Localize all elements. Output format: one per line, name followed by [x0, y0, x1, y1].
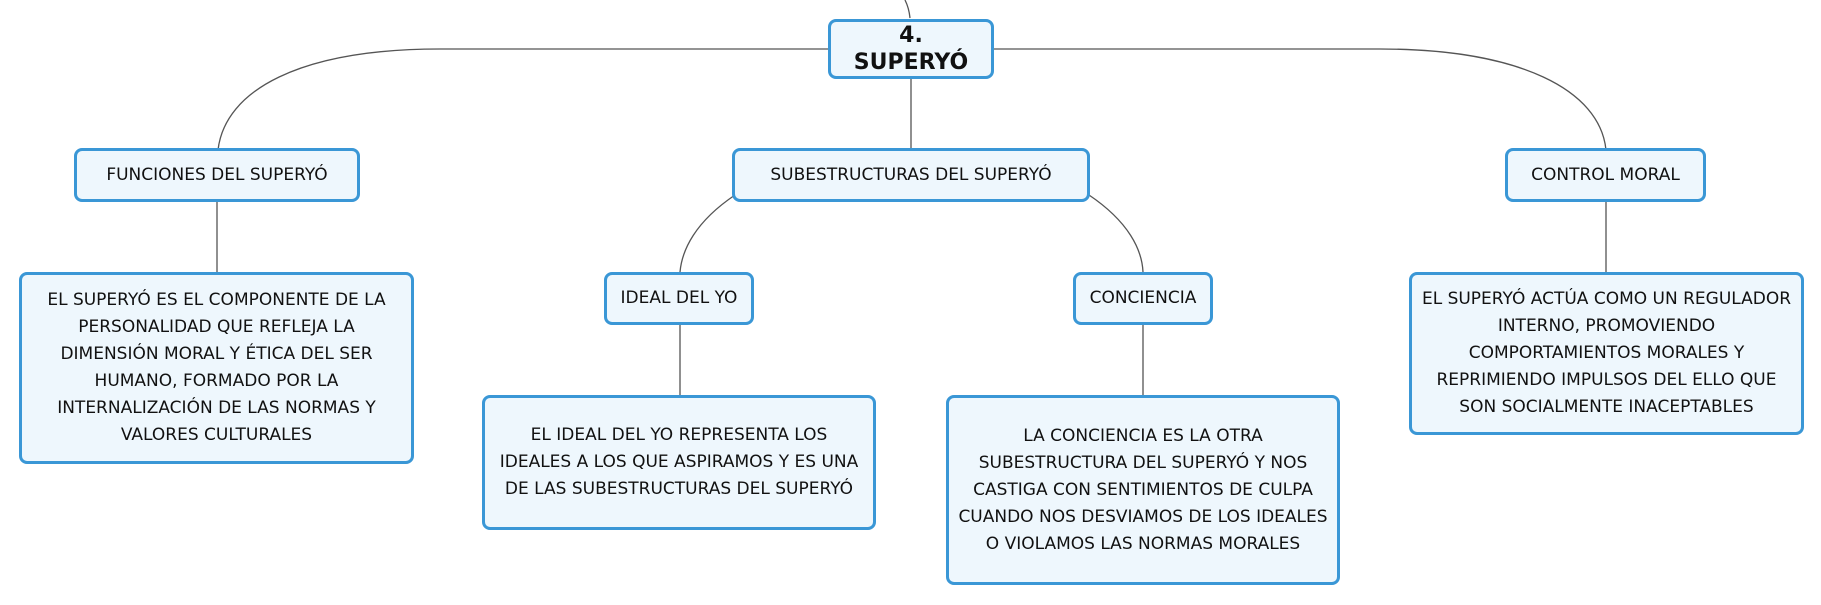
node-control-moral[interactable]: CONTROL MORAL	[1505, 148, 1706, 202]
node-control-description[interactable]: EL SUPERYÓ ACTÚA COMO UN REGULADOR INTER…	[1409, 272, 1804, 435]
node-label: 4. SUPERYÓ	[853, 23, 969, 75]
edge-top-stub	[904, 0, 911, 19]
node-text: EL IDEAL DEL YO REPRESENTA LOS IDEALES A…	[499, 425, 859, 499]
node-label: IDEAL DEL YO	[620, 288, 738, 308]
node-label: FUNCIONES DEL SUPERYÓ	[106, 164, 328, 185]
node-text: LA CONCIENCIA ES LA OTRA SUBESTRUCTURA D…	[958, 425, 1328, 554]
node-funciones-description[interactable]: EL SUPERYÓ ES EL COMPONENTE DE LA PERSON…	[19, 272, 414, 464]
edge-root-funciones	[217, 48, 828, 151]
node-conciencia-description[interactable]: LA CONCIENCIA ES LA OTRA SUBESTRUCTURA D…	[946, 395, 1340, 585]
edge-subestructuras-ideal	[679, 194, 736, 273]
node-text: EL SUPERYÓ ES EL COMPONENTE DE LA PERSON…	[47, 290, 386, 445]
node-ideal-description[interactable]: EL IDEAL DEL YO REPRESENTA LOS IDEALES A…	[482, 395, 876, 530]
edge-root-control	[994, 48, 1607, 151]
node-label: SUBESTRUCTURAS DEL SUPERYÓ	[770, 164, 1052, 185]
node-conciencia[interactable]: CONCIENCIA	[1073, 272, 1213, 325]
node-funciones-del-superyo[interactable]: FUNCIONES DEL SUPERYÓ	[74, 148, 360, 202]
node-text: EL SUPERYÓ ACTÚA COMO UN REGULADOR INTER…	[1421, 289, 1792, 417]
node-superyo-root[interactable]: 4. SUPERYÓ	[828, 19, 994, 79]
node-subestructuras-del-superyo[interactable]: SUBESTRUCTURAS DEL SUPERYÓ	[732, 148, 1090, 202]
node-label: CONCIENCIA	[1089, 288, 1197, 308]
node-label: CONTROL MORAL	[1531, 164, 1680, 185]
node-ideal-del-yo[interactable]: IDEAL DEL YO	[604, 272, 754, 325]
edge-subestructuras-conciencia	[1088, 194, 1144, 273]
